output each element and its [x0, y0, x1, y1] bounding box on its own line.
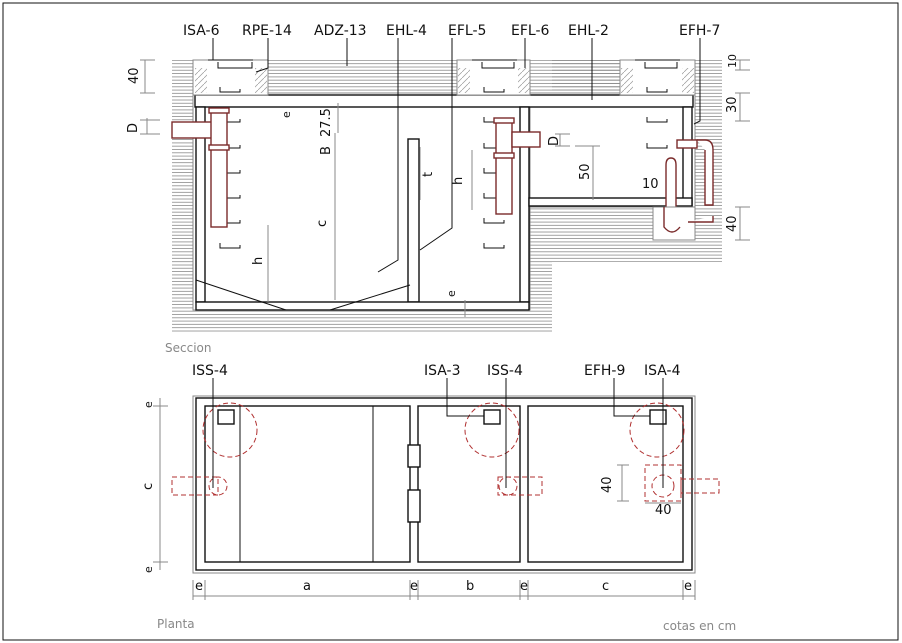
plan-view: [153, 378, 720, 600]
dim-27-5: 27.5: [319, 108, 334, 137]
dim-e-bottom: e: [445, 290, 458, 297]
baffle-wall: [407, 138, 420, 303]
dim-e-bottom: e: [142, 566, 155, 573]
tank-body: [192, 92, 531, 311]
callout-isa-6: ISA-6: [183, 23, 220, 39]
dim-e-top: e: [280, 111, 293, 118]
siphon-pipe: [652, 139, 714, 241]
dim-40-horizontal: 40: [655, 503, 672, 518]
plan-title: Planta: [157, 617, 195, 631]
bottom-slab: [195, 301, 530, 311]
dim-c: c: [602, 579, 609, 594]
dim-c-left: c: [141, 483, 156, 490]
plan-dimensions: e c e 40 40 e a e b e c e: [141, 401, 692, 594]
callout-iss-4-a: ISS-4: [192, 363, 228, 379]
dim-10: 10: [726, 54, 739, 68]
manhole-circle: [202, 402, 258, 458]
section-callouts: ISA-6 RPE-14 ADZ-13 EHL-4 EFL-5 EFL-6 EH…: [183, 23, 720, 39]
dim-e: e: [684, 579, 692, 594]
dim-c: c: [315, 220, 330, 227]
callout-ehl-2: EHL-2: [568, 23, 609, 39]
section-dimensions: 40 D 10 30 40 D 50 10 27.5 B c h h t e e: [126, 54, 740, 297]
outlet-pipe: [493, 117, 541, 215]
top-slab: [194, 94, 694, 108]
callout-iss-4-b: ISS-4: [487, 363, 523, 379]
section-title: Seccion: [165, 341, 211, 355]
callout-rpe-14: RPE-14: [242, 23, 292, 39]
callout-adz-13: ADZ-13: [314, 23, 367, 39]
dim-b: b: [466, 579, 474, 594]
callout-efh-9: EFH-9: [584, 363, 625, 379]
callout-efh-7: EFH-7: [679, 23, 720, 39]
dim-50: 50: [578, 163, 593, 180]
dim-e-top: e: [142, 401, 155, 408]
dim-h-left: h: [251, 257, 266, 265]
units-note: cotas en cm: [663, 619, 736, 633]
dim-30: 30: [725, 96, 740, 113]
dim-D-mid: D: [547, 136, 562, 146]
dim-t: t: [421, 172, 436, 177]
callout-isa-3: ISA-3: [424, 363, 461, 379]
manhole-circle: [464, 402, 520, 458]
dim-40-top: 40: [127, 67, 142, 84]
manhole-circle: [629, 402, 685, 458]
dim-B: B: [319, 146, 334, 155]
section-view: [140, 38, 750, 333]
dim-e: e: [410, 579, 418, 594]
dim-e: e: [520, 579, 528, 594]
dim-D-left: D: [126, 123, 141, 133]
dim-40-vertical: 40: [600, 476, 615, 493]
callout-isa-4: ISA-4: [644, 363, 681, 379]
callout-efl-5: EFL-5: [448, 23, 486, 39]
inlet-pipe: [171, 107, 230, 228]
dim-10-pipe: 10: [642, 177, 659, 192]
callout-ehl-4: EHL-4: [386, 23, 427, 39]
plan-callouts: ISS-4 ISA-3 ISS-4 EFH-9 ISA-4: [192, 363, 681, 379]
callout-efl-6: EFL-6: [511, 23, 550, 39]
ladder-steps: [219, 87, 668, 249]
dim-e: e: [195, 579, 203, 594]
dim-h-right: h: [451, 177, 466, 185]
dim-a: a: [303, 579, 311, 594]
dim-40-bottom: 40: [725, 215, 740, 232]
